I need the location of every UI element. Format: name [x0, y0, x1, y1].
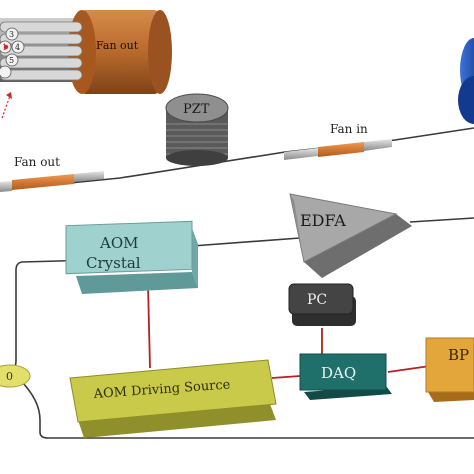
- fan-out-bundle: 3 1 4 5 Fan out: [0, 10, 172, 119]
- fan-out-left-label: Fan out: [14, 155, 60, 169]
- rf-driver-to-daq: [271, 375, 301, 379]
- bpf-label: BP: [448, 346, 469, 364]
- core-number-4: 4: [15, 43, 20, 52]
- pc-label: PC: [307, 292, 327, 308]
- band-pass-filter: BP: [425, 337, 474, 402]
- rf-daq-to-bpf: [387, 365, 431, 373]
- pzt-label: PZT: [183, 102, 210, 117]
- aom-crystal-label-line1: AOM: [99, 234, 139, 252]
- daq-label: DAQ: [321, 364, 356, 382]
- coupler-label: 0: [6, 370, 13, 383]
- edfa: EDFA: [289, 193, 412, 278]
- core-number-5: 5: [9, 56, 14, 65]
- fiber-edfa-out: [409, 217, 474, 223]
- core-number-3: 3: [9, 30, 14, 39]
- aom-crystal: AOM Crystal: [65, 220, 198, 294]
- polarization-controller: PC: [288, 283, 356, 326]
- edfa-label: EDFA: [300, 211, 346, 230]
- coupler: 0: [0, 364, 31, 388]
- fiber-coupler-bottom: [19, 379, 474, 439]
- fiber-aom-to-edfa: [191, 237, 301, 247]
- core-number-1: 1: [2, 43, 7, 52]
- fan-out-top-label: Fan out: [96, 39, 139, 52]
- core-marker: [3, 44, 9, 50]
- arrow-head-icon: [6, 92, 12, 99]
- aom-driving-source: AOM Driving Source: [69, 359, 277, 438]
- aom-crystal-label-line2: Crystal: [86, 254, 141, 272]
- rf-cables: [147, 284, 431, 379]
- fan-out-device: Fan out: [0, 155, 104, 192]
- rf-aom-to-driver: [147, 284, 151, 369]
- pzt: PZT: [165, 93, 229, 166]
- fan-in-label: Fan in: [330, 122, 368, 136]
- fan-in-device: Fan in: [284, 122, 392, 160]
- dashed-arrow-icon: [1, 95, 11, 119]
- fiber-spool: [458, 38, 474, 124]
- daq: DAQ: [299, 353, 392, 400]
